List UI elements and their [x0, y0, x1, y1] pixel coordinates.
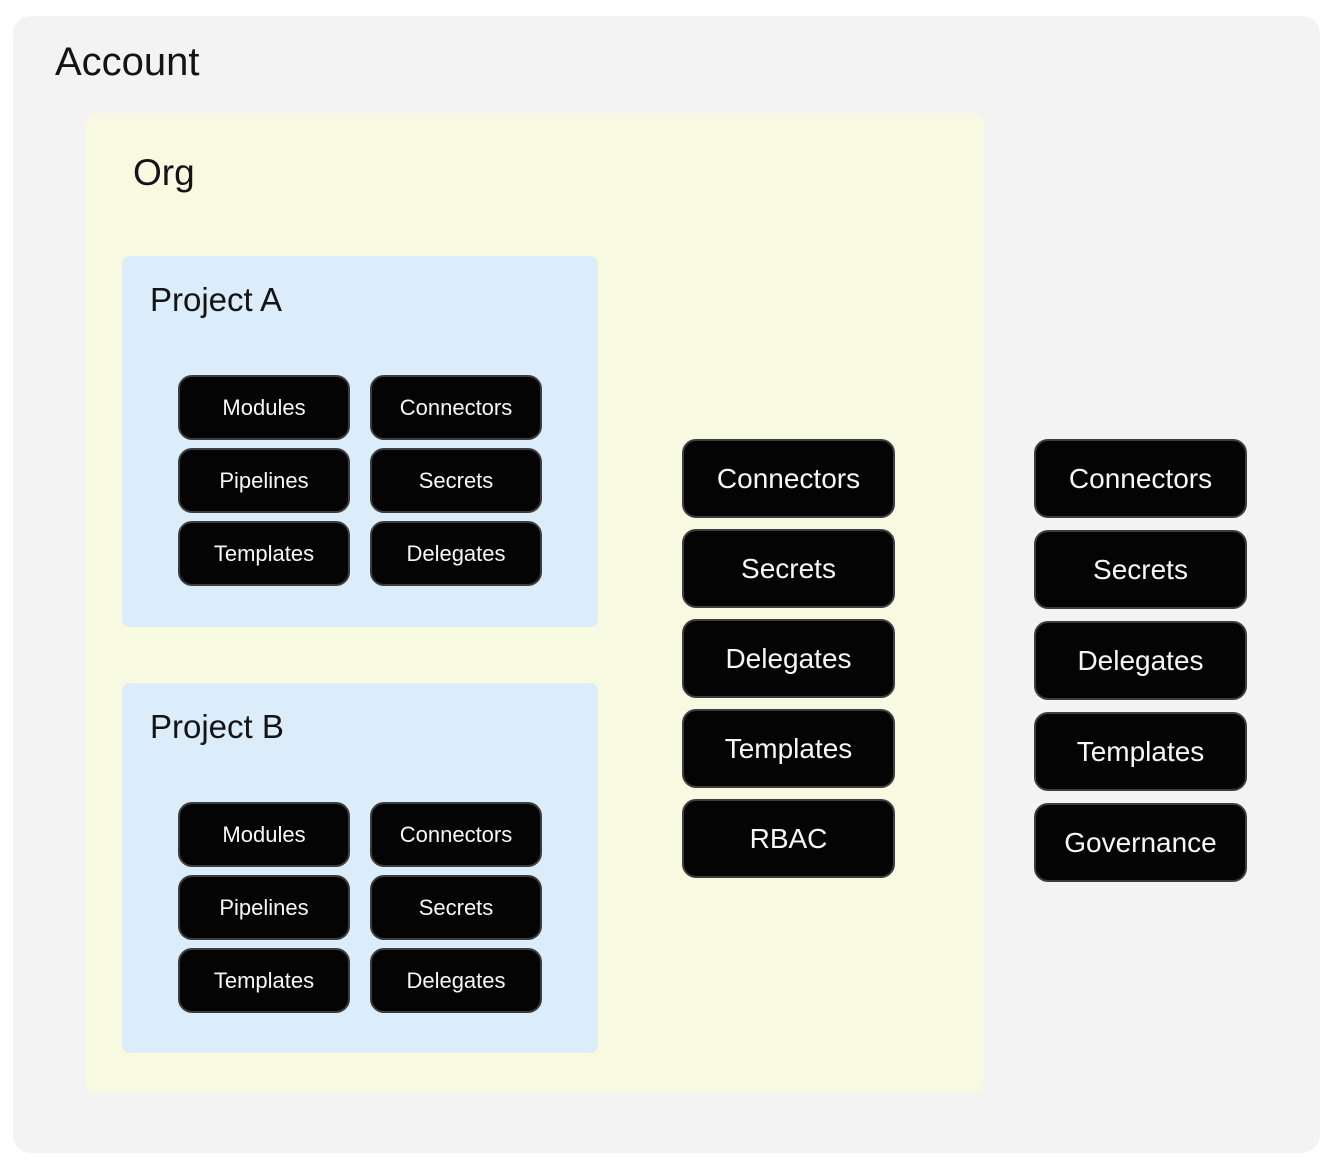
org-delegates-button[interactable]: Delegates [682, 619, 895, 698]
account-governance-button[interactable]: Governance [1034, 803, 1247, 882]
project-a-modules-button[interactable]: Modules [178, 375, 350, 440]
account-title: Account [55, 40, 200, 84]
account-templates-button[interactable]: Templates [1034, 712, 1247, 791]
account-button-stack: Connectors Secrets Delegates Templates G… [1034, 439, 1247, 882]
org-templates-button[interactable]: Templates [682, 709, 895, 788]
account-connectors-button[interactable]: Connectors [1034, 439, 1247, 518]
project-b-modules-button[interactable]: Modules [178, 802, 350, 867]
project-b-pipelines-button[interactable]: Pipelines [178, 875, 350, 940]
account-secrets-button[interactable]: Secrets [1034, 530, 1247, 609]
project-a-button-grid: Modules Connectors Pipelines Secrets Tem… [178, 375, 542, 586]
account-delegates-button[interactable]: Delegates [1034, 621, 1247, 700]
org-container: Org Project A Modules Connectors Pipelin… [85, 113, 984, 1093]
project-b-delegates-button[interactable]: Delegates [370, 948, 542, 1013]
project-a-connectors-button[interactable]: Connectors [370, 375, 542, 440]
project-a-templates-button[interactable]: Templates [178, 521, 350, 586]
account-container: Account Org Project A Modules Connectors… [13, 16, 1320, 1153]
project-b-button-grid: Modules Connectors Pipelines Secrets Tem… [178, 802, 542, 1013]
org-secrets-button[interactable]: Secrets [682, 529, 895, 608]
project-b-connectors-button[interactable]: Connectors [370, 802, 542, 867]
project-a-container: Project A Modules Connectors Pipelines S… [122, 256, 598, 627]
project-b-container: Project B Modules Connectors Pipelines S… [122, 683, 598, 1053]
project-a-pipelines-button[interactable]: Pipelines [178, 448, 350, 513]
org-button-stack: Connectors Secrets Delegates Templates R… [682, 439, 895, 878]
project-a-secrets-button[interactable]: Secrets [370, 448, 542, 513]
org-rbac-button[interactable]: RBAC [682, 799, 895, 878]
project-a-title: Project A [150, 281, 283, 318]
project-b-templates-button[interactable]: Templates [178, 948, 350, 1013]
org-title: Org [133, 152, 195, 193]
project-a-delegates-button[interactable]: Delegates [370, 521, 542, 586]
org-connectors-button[interactable]: Connectors [682, 439, 895, 518]
project-b-title: Project B [150, 708, 284, 745]
project-b-secrets-button[interactable]: Secrets [370, 875, 542, 940]
